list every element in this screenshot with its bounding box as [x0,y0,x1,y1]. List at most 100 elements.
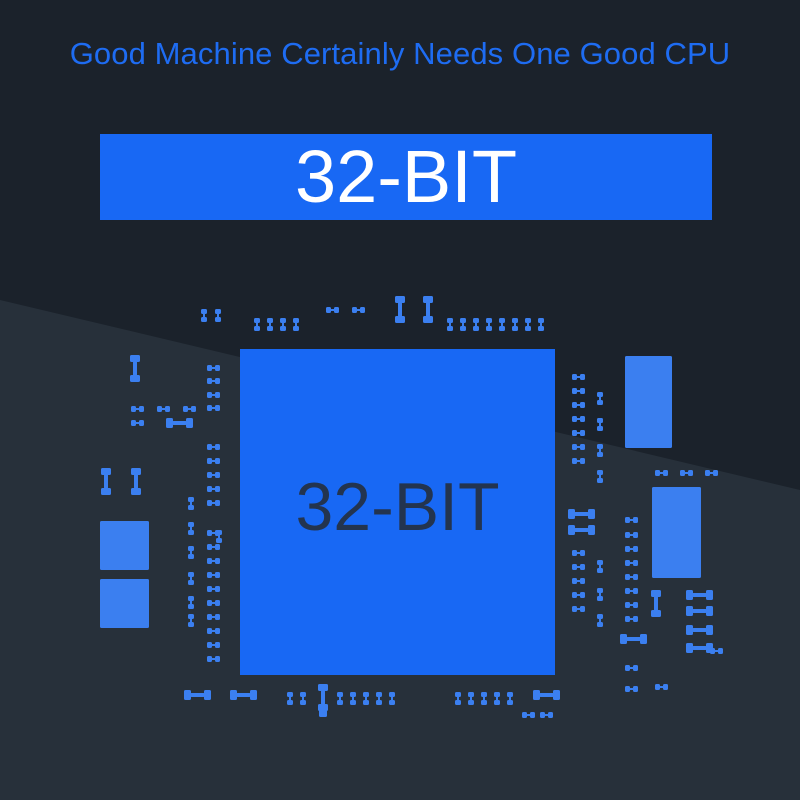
capacitor-pad [395,316,405,323]
resistor-pad [655,470,660,476]
capacitor-pad [620,634,627,644]
resistor-pad [625,616,630,622]
resistor-body [161,408,166,410]
resistor-pad [580,374,585,380]
resistor-pad [572,578,577,584]
resistor-pad [572,374,577,380]
resistor-pad [207,530,212,536]
resistor-pad [215,309,221,314]
resistor-pad [191,406,196,412]
resistor-pad [207,444,212,450]
capacitor-body [654,596,658,611]
cpu-chip: 32-BIT [240,349,555,675]
resistor-body [203,313,205,318]
ic-package [100,579,149,628]
capacitor-body [134,474,138,489]
resistor-pad [468,700,474,705]
resistor-pad [447,318,453,323]
resistor-pad [334,307,339,313]
resistor-body [211,546,216,548]
resistor-pad [655,684,660,690]
resistor-body [576,566,581,568]
resistor-body [501,322,503,327]
resistor-body [190,618,192,623]
resistor-body [576,460,581,462]
resistor-body [629,590,634,592]
resistor-pad [363,700,369,705]
resistor-pad [633,532,638,538]
resistor-pad [580,430,585,436]
banner: 32-BIT [100,134,712,220]
resistor-body [576,404,581,406]
resistor-pad [215,444,220,450]
resistor-pad [207,500,212,506]
chip-label: 32-BIT [295,469,500,545]
capacitor-pad [230,690,237,700]
resistor-body [629,667,634,669]
resistor-pad [580,564,585,570]
resistor-body [629,519,634,521]
capacitor-body [692,593,707,597]
resistor-body [211,380,216,382]
resistor-pad [710,648,715,654]
smd-components [100,296,723,718]
resistor-pad [216,530,222,535]
resistor-pad [363,692,369,697]
resistor-pad [633,546,638,552]
resistor-pad [572,550,577,556]
resistor-body [211,394,216,396]
resistor-pad [597,560,603,565]
resistor-body [190,600,192,605]
resistor-body [629,688,634,690]
capacitor-pad [130,355,140,362]
resistor-pad [326,307,331,313]
resistor-pad [165,406,170,412]
resistor-body [576,376,581,378]
capacitor-pad [651,610,661,617]
resistor-pad [188,572,194,577]
capacitor-pad [101,468,111,475]
resistor-body [282,322,284,327]
resistor-pad [337,692,343,697]
resistor-pad [207,486,212,492]
resistor-body [211,616,216,618]
resistor-pad [525,318,531,323]
resistor-pad [538,318,544,323]
resistor-pad [207,572,212,578]
capacitor-pad [686,590,693,600]
resistor-body [599,592,601,597]
resistor-pad [215,458,220,464]
capacitor-pad [706,590,713,600]
capacitor-pad [184,690,191,700]
resistor-pad [460,318,466,323]
resistor-pad [538,326,544,331]
resistor-body [576,432,581,434]
capacitor-body [133,361,137,376]
resistor-pad [188,522,194,527]
resistor-pad [207,378,212,384]
resistor-body [302,696,304,701]
resistor-pad [215,642,220,648]
resistor-pad [633,616,638,622]
resistor-body [211,630,216,632]
resistor-pad [713,470,718,476]
resistor-pad [473,326,479,331]
resistor-pad [625,574,630,580]
resistor-body [211,407,216,409]
resistor-pad [625,665,630,671]
resistor-pad [633,602,638,608]
resistor-body [576,580,581,582]
resistor-pad [507,700,513,705]
capacitor-pad [131,488,141,495]
resistor-pad [633,560,638,566]
resistor-body [576,552,581,554]
resistor-body [391,696,393,701]
resistor-pad [597,426,603,431]
resistor-pad [486,318,492,323]
resistor-pad [580,416,585,422]
ic-package [100,521,149,570]
resistor-body [356,309,361,311]
resistor-body [599,396,601,401]
capacitor-pad [588,509,595,519]
resistor-pad [625,560,630,566]
